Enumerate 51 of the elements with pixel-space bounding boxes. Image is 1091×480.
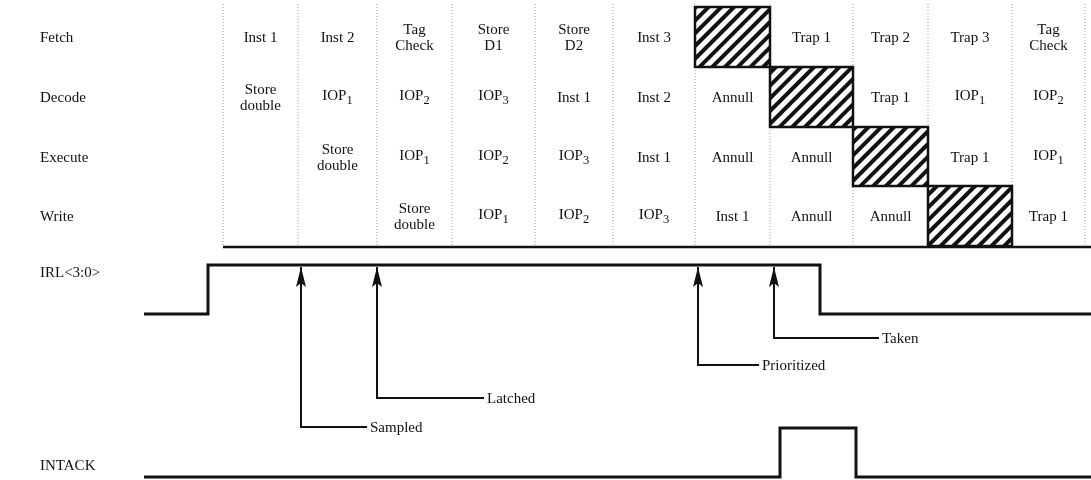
pipeline-entry: Annull <box>869 208 912 224</box>
leader-line <box>372 266 485 399</box>
signal-name: Write <box>40 207 74 225</box>
leader-line <box>296 266 368 428</box>
pipeline-entry: Inst 1 <box>637 148 671 165</box>
pipeline-entry: Trap 1 <box>1029 208 1068 224</box>
pipeline-entry: IOP$_{2}$ <box>399 86 430 108</box>
event-label: Taken <box>882 329 919 347</box>
pipeline-entry: Store double <box>393 200 436 232</box>
pipeline-entry: Trap 1 <box>871 89 910 105</box>
leader-line <box>693 266 760 366</box>
pipeline-entry: Annull <box>711 89 754 105</box>
pipeline-entry: Store double <box>239 81 282 113</box>
event-label: Prioritized <box>762 356 826 374</box>
pipeline-entry: Annull <box>790 208 833 224</box>
signal-name: INTACK <box>40 456 96 474</box>
leader-line <box>769 266 880 339</box>
event-label: Sampled <box>370 418 423 436</box>
pipeline-entry: Inst 2 <box>320 29 355 45</box>
pipeline-entry: Inst 1 <box>557 89 591 105</box>
pipeline-entry: IOP$_{2}$ <box>558 205 590 227</box>
pipeline-entry: Annull <box>711 148 754 165</box>
pipeline-entry: Store double <box>316 140 359 173</box>
signal-name: IRL<3:0> <box>40 263 101 281</box>
pipeline-entry: IOP$_{3}$ <box>558 146 590 167</box>
pipeline-entry: Tag Check <box>1028 21 1069 53</box>
signal-name: Decode <box>40 88 86 106</box>
pipeline-entry: IOP$_{2}$ <box>1033 86 1064 108</box>
pipeline-entry: IOP$_{1}$ <box>399 146 430 167</box>
pipeline-entry: IOP$_{1}$ <box>322 86 353 108</box>
pipeline-entry: Trap 3 <box>950 29 990 45</box>
pipeline-entry: Inst 2 <box>637 89 671 105</box>
pipeline-entry: IOP$_{2}$ <box>478 146 509 167</box>
pipeline-entry: IOP$_{3}$ <box>478 86 509 108</box>
pipeline-entry: Inst 1 <box>715 208 750 224</box>
pipeline-entry: Store D1 <box>476 21 511 53</box>
pipeline-entry: Trap 1 <box>950 148 990 165</box>
pipeline-entry: Annull <box>790 148 833 165</box>
pipeline-entry: IOP$_{1}$ <box>954 86 986 108</box>
pipeline-entry: IOP$_{1}$ <box>1033 146 1064 167</box>
pipeline-entry: Inst 1 <box>243 29 278 45</box>
event-label: Latched <box>487 389 536 407</box>
signal-name: Execute <box>40 148 89 165</box>
pipeline-entry: Trap 2 <box>871 29 910 45</box>
pipeline-entry: Inst 3 <box>637 29 671 45</box>
pipeline-entry: Trap 1 <box>792 29 831 45</box>
pipeline-entry: Tag Check <box>394 21 435 53</box>
pipeline-entry: IOP$_{1}$ <box>478 205 509 227</box>
signal-name: Fetch <box>40 28 74 46</box>
pipeline-entry: Store D2 <box>557 21 591 53</box>
pipeline-entry: IOP$_{3}$ <box>638 205 670 227</box>
